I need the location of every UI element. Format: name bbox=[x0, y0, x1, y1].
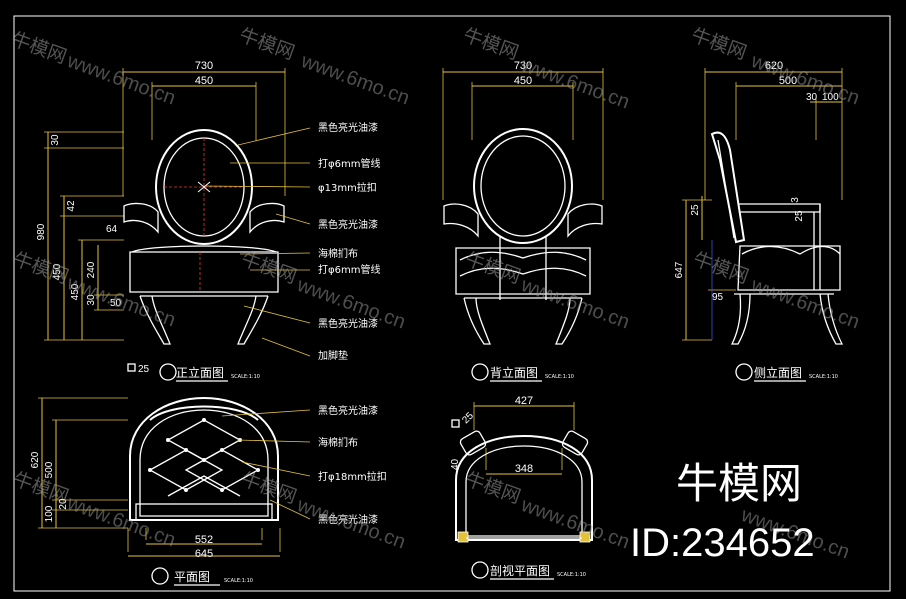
back-dim-730: 730 bbox=[514, 60, 532, 72]
watermark-url-1: www.6mo.cn bbox=[63, 50, 178, 110]
front-callout-4: 黑色亮光油漆 bbox=[318, 218, 378, 231]
watermark-url-9: www.6mo.cn bbox=[63, 492, 178, 552]
front-dim-730: 730 bbox=[195, 60, 213, 72]
front-dim-980: 980 bbox=[36, 223, 47, 240]
front-callout-8: 加脚垫 bbox=[318, 349, 348, 362]
front-dim-450: 450 bbox=[195, 75, 213, 87]
watermark-brand-2: 牛模网 bbox=[236, 24, 297, 64]
model-id: ID:234652 bbox=[630, 521, 815, 565]
watermark-url-8: www.6mo.cn bbox=[747, 274, 862, 334]
front-dim-450b: 450 bbox=[70, 283, 81, 300]
watermark-brand-10: 牛模网 bbox=[238, 468, 299, 508]
side-dim-647: 647 bbox=[674, 261, 685, 278]
section-scale: SCALE:1:10 bbox=[557, 572, 586, 578]
side-dim-25a: 25 bbox=[690, 204, 701, 216]
plan-callout-2: 海棉扪布 bbox=[318, 436, 358, 449]
front-dim-64: 64 bbox=[106, 224, 118, 235]
side-dim-3: 3 bbox=[790, 197, 801, 203]
side-dim-100: 100 bbox=[822, 92, 839, 103]
watermark-brand-3: 牛模网 bbox=[460, 24, 521, 64]
section-dim-427: 427 bbox=[515, 395, 533, 407]
watermark-url-5: www.6mo.cn bbox=[63, 272, 178, 332]
plan-dim-620: 620 bbox=[30, 451, 41, 468]
front-dim-30: 30 bbox=[50, 134, 61, 146]
front-callout-7: 黑色亮光油漆 bbox=[318, 317, 378, 330]
brand-logo-text: 牛模网 bbox=[676, 459, 802, 508]
watermark-url-10: www.6mo.cn bbox=[293, 494, 408, 554]
section-dim-40: 40 bbox=[450, 458, 461, 470]
side-title: 侧立面图 bbox=[754, 365, 802, 380]
section-title: 剖视平面图 bbox=[490, 563, 550, 578]
watermark-brand-1: 牛模网 bbox=[8, 28, 69, 68]
watermark-url-3: www.6mo.cn bbox=[517, 54, 632, 114]
watermark-url-11: www.6mo.cn bbox=[517, 494, 632, 554]
plan-callout-1: 黑色亮光油漆 bbox=[318, 404, 378, 417]
side-scale: SCALE:1:10 bbox=[809, 374, 838, 380]
plan-dim-100: 100 bbox=[44, 505, 55, 522]
front-dim-50: 50 bbox=[110, 298, 122, 309]
side-elevation: 620 500 30 100 647 25 25 95 3 侧立面图 SCALE… bbox=[674, 60, 844, 382]
front-title: 正立面图 bbox=[176, 365, 224, 380]
drawing-frame bbox=[13, 15, 891, 592]
plan-callout-4: 黑色亮光油漆 bbox=[318, 513, 378, 526]
front-callout-5: 海棉扪布 bbox=[318, 247, 358, 260]
plan-dim-500: 500 bbox=[44, 461, 55, 478]
plan-view: 620 500 100 20 552 645 bbox=[30, 396, 387, 586]
watermark-brand-6: 牛模网 bbox=[238, 248, 299, 288]
watermark-brand-7: 牛模网 bbox=[462, 248, 523, 288]
back-title: 背立面图 bbox=[490, 365, 538, 380]
front-callout-3: φ13mm拉扣 bbox=[318, 181, 377, 194]
side-dim-95: 95 bbox=[712, 292, 724, 303]
front-marker-25: 25 bbox=[138, 364, 150, 375]
watermark-brand-4: 牛模网 bbox=[688, 24, 749, 64]
watermark-brand-9: 牛模网 bbox=[10, 468, 71, 508]
plan-dim-552: 552 bbox=[195, 534, 213, 546]
watermark-url-7: www.6mo.cn bbox=[517, 274, 632, 334]
front-elevation: 730 450 30 980 42 450 240 450 30 50 64 bbox=[36, 60, 380, 382]
section-dim-348: 348 bbox=[515, 463, 533, 475]
front-dim-42: 42 bbox=[66, 200, 77, 212]
front-dim-240: 240 bbox=[86, 261, 97, 278]
plan-scale: SCALE:1:10 bbox=[224, 578, 253, 584]
side-dim-25b: 25 bbox=[794, 210, 805, 222]
front-callout-6: 打φ6mm管线 bbox=[318, 263, 380, 276]
plan-dim-20: 20 bbox=[58, 498, 69, 510]
plan-callout-3: 打φ18mm拉扣 bbox=[318, 470, 387, 483]
side-dim-500: 500 bbox=[779, 75, 797, 87]
front-scale: SCALE:1:10 bbox=[231, 374, 260, 380]
plan-title: 平面图 bbox=[174, 570, 210, 584]
front-dim-30b: 30 bbox=[86, 294, 97, 306]
back-elevation: 730 450 背立面图 SCALE:1:10 bbox=[442, 60, 604, 382]
watermark-url-4: www.6mo.cn bbox=[747, 50, 862, 110]
front-callout-2: 打φ6mm管线 bbox=[318, 157, 380, 170]
watermark-url-2: www.6mo.cn bbox=[297, 50, 412, 110]
back-dim-450: 450 bbox=[514, 75, 532, 87]
side-dim-620: 620 bbox=[765, 60, 783, 72]
front-callout-1: 黑色亮光油漆 bbox=[318, 121, 378, 134]
section-plan: 427 348 25 40 剖视平面图 SCALE:1:10 bbox=[450, 395, 593, 580]
watermark-brand-5: 牛模网 bbox=[10, 248, 71, 288]
back-scale: SCALE:1:10 bbox=[545, 374, 574, 380]
plan-dim-645: 645 bbox=[195, 548, 213, 560]
side-dim-30: 30 bbox=[806, 92, 818, 103]
front-dim-450a: 450 bbox=[52, 263, 63, 280]
